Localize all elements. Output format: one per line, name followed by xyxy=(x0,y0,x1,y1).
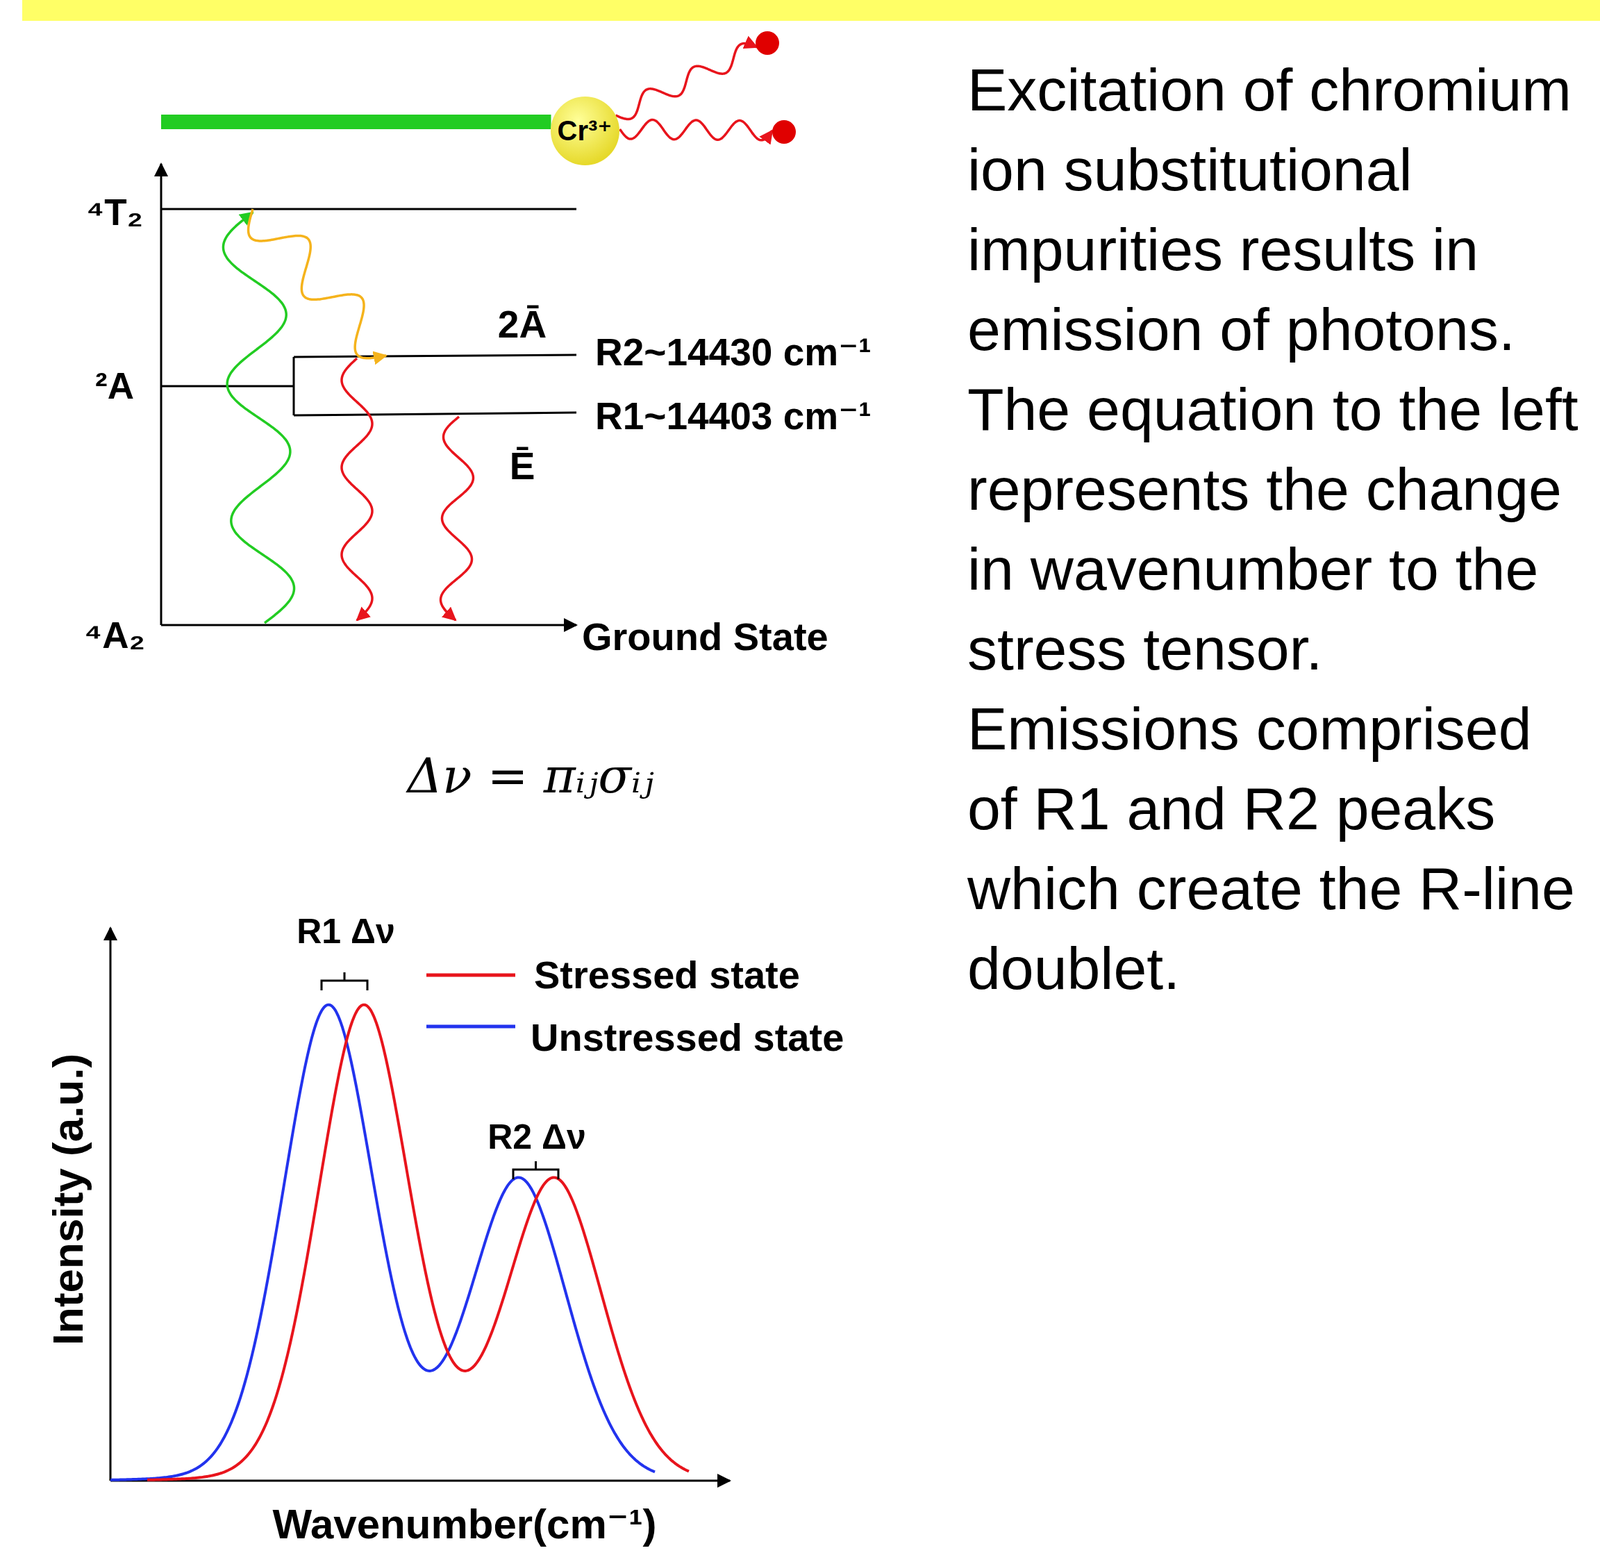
level-label: ⁴A₂ xyxy=(84,614,146,657)
axis-title: Intensity (a.u.) xyxy=(43,1053,93,1346)
splitting-bracket xyxy=(293,356,296,416)
ground-state-line xyxy=(161,624,577,627)
r1-line-label: R1~14403 cm⁻¹ xyxy=(595,394,872,439)
legend-sample-stressed xyxy=(426,973,516,978)
photon-dot xyxy=(772,120,796,144)
legend-sample-unstressed xyxy=(426,1025,516,1029)
shift-equation: Δν = πᵢⱼσᵢⱼ xyxy=(406,747,654,805)
r2-shift-label: R2 Δν xyxy=(487,1117,587,1158)
level-label: 2Ā xyxy=(497,302,547,347)
description-paragraph: Excitation of chromium ion substitutiona… xyxy=(967,50,1596,1009)
relaxation-wave xyxy=(248,209,387,359)
legend-entry: Stressed state xyxy=(534,952,800,998)
r2-emission-wave xyxy=(341,358,373,621)
r1-shift-label: R1 Δν xyxy=(296,911,396,953)
r2-shift-bracket xyxy=(513,1161,559,1180)
t2-level-line xyxy=(161,208,577,211)
absorption-wave xyxy=(222,212,294,623)
emitted-photon-wave xyxy=(615,43,758,119)
emitted-photon-wave xyxy=(620,119,773,140)
r1-level-line xyxy=(293,412,577,416)
ground-state-label: Ground State xyxy=(581,614,829,660)
top-band xyxy=(22,0,1600,21)
level-label: ²A xyxy=(95,365,135,408)
ion-label: Cr³⁺ xyxy=(557,115,613,146)
r2-line-label: R2~14430 cm⁻¹ xyxy=(595,330,872,375)
legend-entry: Unstressed state xyxy=(530,1015,844,1060)
energy-axis xyxy=(160,163,163,625)
unstressed-spectrum xyxy=(110,1004,655,1480)
axis-title: Wavenumber(cm⁻¹) xyxy=(272,1500,657,1548)
r1-shift-bracket xyxy=(321,972,368,991)
r2-level-line xyxy=(293,354,577,357)
r1-emission-wave xyxy=(440,416,474,621)
level-label: Ē xyxy=(509,444,536,489)
intensity-axis xyxy=(109,927,112,1481)
photon-dot xyxy=(755,31,780,55)
excitation-beam xyxy=(161,114,552,130)
level-label: ⁴T₂ xyxy=(86,191,144,235)
ion-circle: Cr³⁺ xyxy=(550,95,621,166)
stressed-spectrum xyxy=(147,1004,689,1480)
wavenumber-axis xyxy=(110,1479,730,1482)
